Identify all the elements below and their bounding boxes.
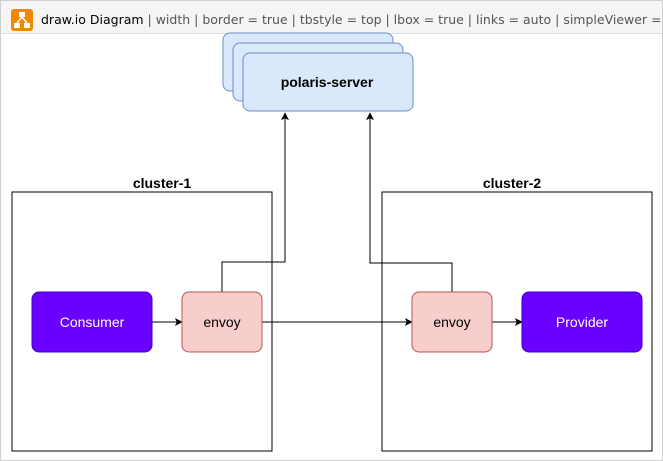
viewer-toolbar: draw.io Diagram | width | border = true … [1,1,662,34]
drawio-logo-icon[interactable] [11,9,33,31]
provider-label: Provider [556,314,608,330]
consumer-label: Consumer [60,314,125,330]
viewer-params: | width | border = true | tbstyle = top … [143,12,662,27]
cluster-1-label: cluster-1 [133,175,192,191]
edge-envoy-right-to-server[interactable] [366,112,453,292]
envoy-right-node[interactable]: envoy [411,291,493,353]
envoy-left-node[interactable]: envoy [181,291,263,353]
app-title: draw.io Diagram [41,12,144,27]
viewer-title: draw.io Diagram | width | border = true … [41,12,662,27]
polaris-server-node[interactable]: polaris-server [222,32,414,112]
consumer-node[interactable]: Consumer [31,291,153,353]
cluster-2-label: cluster-2 [483,175,542,191]
envoy-right-label: envoy [433,314,470,330]
envoy-left-label: envoy [203,314,240,330]
edge-envoy-left-to-server[interactable] [221,112,289,292]
provider-node[interactable]: Provider [521,291,643,353]
server-stack-front [242,52,414,112]
server-label: polaris-server [281,74,374,90]
